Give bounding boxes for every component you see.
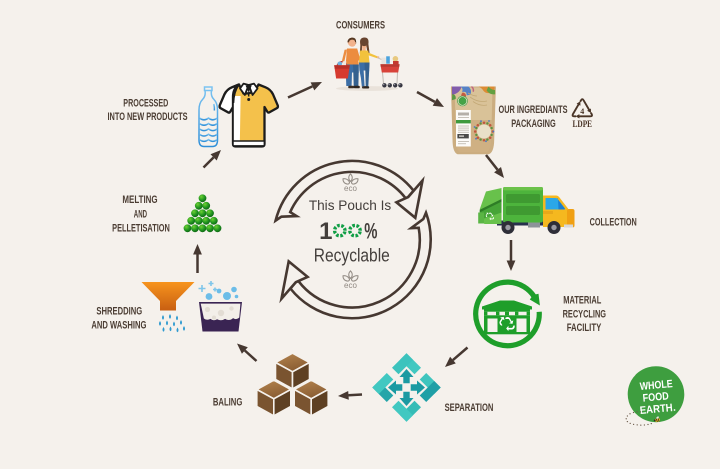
svg-text:1: 1 [319,218,332,245]
svg-text:MELTING: MELTING [122,194,157,206]
svg-text:%: % [364,219,377,244]
svg-text:AND WASHING: AND WASHING [91,320,146,332]
svg-text:Recyclable: Recyclable [314,245,390,265]
svg-text:eco: eco [344,281,357,290]
svg-text:BALING: BALING [213,397,243,409]
svg-text:AND: AND [134,208,147,220]
svg-text:EARTH: EARTH [639,402,673,417]
svg-text:CONSUMERS: CONSUMERS [336,19,385,31]
svg-text:MATERIAL: MATERIAL [563,295,601,307]
svg-text:eco: eco [344,184,357,193]
svg-text:WHOLE: WHOLE [639,378,673,393]
svg-text:SEPARATION: SEPARATION [445,402,494,414]
svg-text:INTO NEW PRODUCTS: INTO NEW PRODUCTS [108,111,188,123]
svg-text:PROCESSED: PROCESSED [123,98,168,110]
svg-text:PELLETISATION: PELLETISATION [112,222,170,234]
svg-text:LDPE: LDPE [573,119,593,130]
svg-text:4: 4 [580,107,584,116]
svg-text:PACKAGING: PACKAGING [511,118,556,130]
svg-text:COLLECTION: COLLECTION [590,216,637,228]
svg-text:FOOD: FOOD [642,390,669,404]
svg-text:This Pouch Is: This Pouch Is [309,198,392,213]
svg-text:FACILITY: FACILITY [567,322,602,334]
svg-text:RECYCLING: RECYCLING [563,309,606,321]
svg-text:OUR INGREDIANTS: OUR INGREDIANTS [499,104,568,116]
svg-text:SHREDDING: SHREDDING [96,305,142,317]
